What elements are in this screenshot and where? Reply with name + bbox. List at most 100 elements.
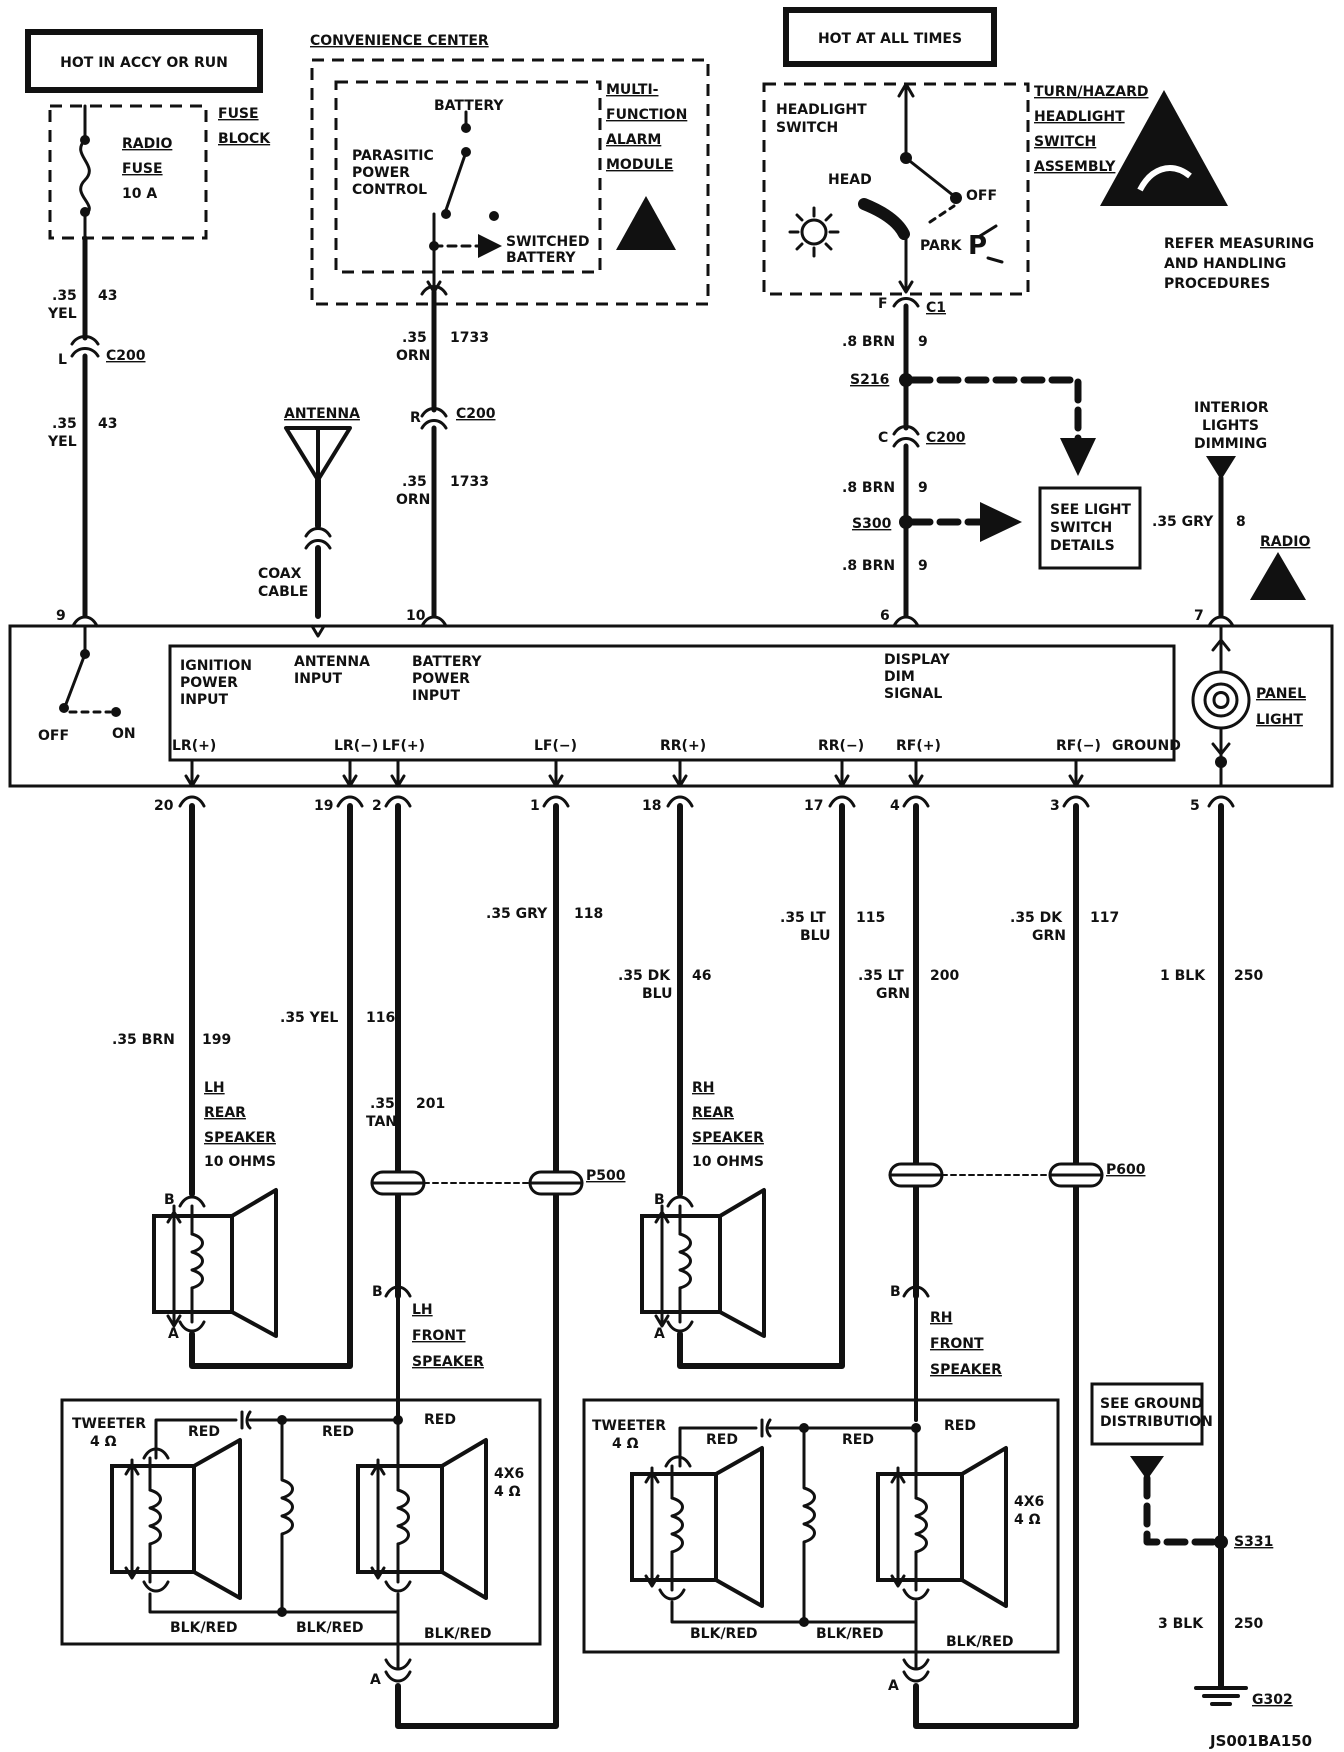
rh-woofer-ohm: 4 Ω <box>1014 1512 1041 1528</box>
connector-p600: P600 <box>888 1162 1146 1188</box>
lh-rear-speaker: LH REAR SPEAKER 10 OHMS B A <box>152 1080 278 1342</box>
lh-front-b: B <box>372 1284 383 1300</box>
orn-circuit-top: 1733 <box>450 330 489 346</box>
radio-on-label: ON <box>112 726 136 742</box>
parasitic-label-2: POWER <box>352 165 410 181</box>
wire-46-label-2: BLU <box>642 986 672 1002</box>
pin-5: 5 <box>1190 798 1200 814</box>
lh-woofer-ohm: 4 Ω <box>494 1484 521 1500</box>
pin-1: 1 <box>530 798 540 814</box>
battery-input-3: INPUT <box>412 688 461 704</box>
esd-warning-icon-large <box>1100 90 1228 206</box>
s300-label: S300 <box>852 516 892 532</box>
module-label-2: FUNCTION <box>606 107 687 123</box>
hot-all-times-box: HOT AT ALL TIMES <box>783 7 997 67</box>
wire-117-label-1: .35 DK <box>1010 910 1063 926</box>
gry-circuit-top: 8 <box>1236 514 1246 530</box>
rh-rear-3: SPEAKER <box>692 1130 764 1146</box>
assembly-label-3: SWITCH <box>1034 134 1096 150</box>
wire-117-circuit: 117 <box>1090 910 1119 926</box>
rh-tweeter-ohm: 4 Ω <box>612 1436 639 1452</box>
brn-label-2: .8 BRN <box>842 480 895 496</box>
wire-200-circuit: 200 <box>930 968 959 984</box>
wire-201-label-1: .35 <box>370 1096 395 1112</box>
rh-front-2: FRONT <box>930 1336 984 1352</box>
assembly-label-4: ASSEMBLY <box>1034 159 1116 175</box>
rh-front-speaker: B RH FRONT SPEAKER TWEETER 4 Ω RED RED R… <box>582 1284 1060 1694</box>
rh-blkred-2: BLK/RED <box>816 1626 884 1642</box>
wire-201-label-2: TAN <box>366 1114 397 1130</box>
switched-battery-label-1: SWITCHED <box>506 234 589 250</box>
brn-circuit-3: 9 <box>918 558 928 574</box>
wire-115-label-1: .35 LT <box>780 910 826 926</box>
radio-output-connectors: 20 19 2 1 18 17 4 3 5 <box>154 795 1235 814</box>
c200-label-r: C200 <box>456 406 496 422</box>
rh-blkred-1: BLK/RED <box>690 1626 758 1642</box>
interior-dimming-3: DIMMING <box>1194 436 1267 452</box>
esd-warning-icon-module <box>616 196 676 250</box>
lh-front-2: FRONT <box>412 1328 466 1344</box>
interior-dimming-2: LIGHTS <box>1202 418 1259 434</box>
see-ground-2: DISTRIBUTION <box>1100 1414 1213 1430</box>
see-light-switch-2: SWITCH <box>1050 520 1112 536</box>
hot-accy-run-label: HOT IN ACCY OR RUN <box>60 55 228 71</box>
rh-front-3: SPEAKER <box>930 1362 1002 1378</box>
assembly-label-1: TURN/HAZARD <box>1034 84 1148 100</box>
hot-all-times-label: HOT AT ALL TIMES <box>818 31 962 47</box>
see-light-switch-3: DETAILS <box>1050 538 1115 554</box>
radio-pin-9: 9 <box>56 608 66 624</box>
coax-label-2: CABLE <box>258 584 308 600</box>
antenna-label: ANTENNA <box>284 406 360 422</box>
rh-rear-a: A <box>654 1326 665 1342</box>
radio-label: RADIO <box>1260 534 1310 550</box>
lh-rear-a: A <box>168 1326 179 1342</box>
rh-red-1: RED <box>944 1418 976 1434</box>
rh-red-2: RED <box>706 1432 738 1448</box>
lh-blkred-3: BLK/RED <box>424 1626 492 1642</box>
p600-label: P600 <box>1106 1162 1146 1178</box>
lh-rear-4: 10 OHMS <box>204 1154 276 1170</box>
out-lf-pos: LF(+) <box>382 738 425 754</box>
wire-43-yel: .35 YEL 43 L C200 .35 YEL 43 <box>47 235 146 619</box>
g302-label: G302 <box>1252 1692 1293 1708</box>
wire-201-circuit: 201 <box>416 1096 445 1112</box>
orn-size-bottom: .35 <box>402 474 427 490</box>
c200-label-c: C200 <box>926 430 966 446</box>
out-lr-neg: LR(−) <box>334 738 378 754</box>
radio-pin-7: 7 <box>1194 608 1204 624</box>
brn-circuit-2: 9 <box>918 480 928 496</box>
wire-200-label-2: GRN <box>876 986 910 1002</box>
wire-250-label: 1 BLK <box>1160 968 1206 984</box>
lh-red-3: RED <box>322 1424 354 1440</box>
fuse-block-title-1: FUSE <box>218 106 259 122</box>
c200-label-l: C200 <box>106 348 146 364</box>
out-lf-neg: LF(−) <box>534 738 577 754</box>
hot-accy-run-box: HOT IN ACCY OR RUN <box>25 29 263 93</box>
radio-fuse-element <box>79 104 91 240</box>
park-p-glyph: P <box>968 231 987 261</box>
out-rr-neg: RR(−) <box>818 738 864 754</box>
radio-fuse-label-1: RADIO <box>122 136 172 152</box>
esd-note-3: PROCEDURES <box>1164 276 1270 292</box>
p500-label: P500 <box>586 1168 626 1184</box>
pin-4: 4 <box>890 798 900 814</box>
see-ground-1: SEE GROUND <box>1100 1396 1203 1412</box>
esd-note-2: AND HANDLING <box>1164 256 1286 272</box>
lh-red-1: RED <box>424 1412 456 1428</box>
module-label-3: ALARM <box>606 132 661 148</box>
radio-unit: 9 10 6 7 OFF ON IGNITION POWER INPUT ANT… <box>8 608 1334 788</box>
lh-rear-3: SPEAKER <box>204 1130 276 1146</box>
rh-rear-4: 10 OHMS <box>692 1154 764 1170</box>
display-dim-2: DIM <box>884 669 915 685</box>
esd-note-1: REFER MEASURING <box>1164 236 1314 252</box>
c200-cavity-c: C <box>878 430 888 446</box>
radio-pin-6: 6 <box>880 608 890 624</box>
interior-dimming-1: INTERIOR <box>1194 400 1269 416</box>
display-dim-1: DISPLAY <box>884 652 951 668</box>
yel-circuit-bottom: 43 <box>98 416 117 432</box>
lh-blkred-1: BLK/RED <box>170 1620 238 1636</box>
rh-woofer-size: 4X6 <box>1014 1494 1044 1510</box>
antenna: ANTENNA COAX CABLE <box>258 406 360 619</box>
switched-battery-label-2: BATTERY <box>506 250 576 266</box>
